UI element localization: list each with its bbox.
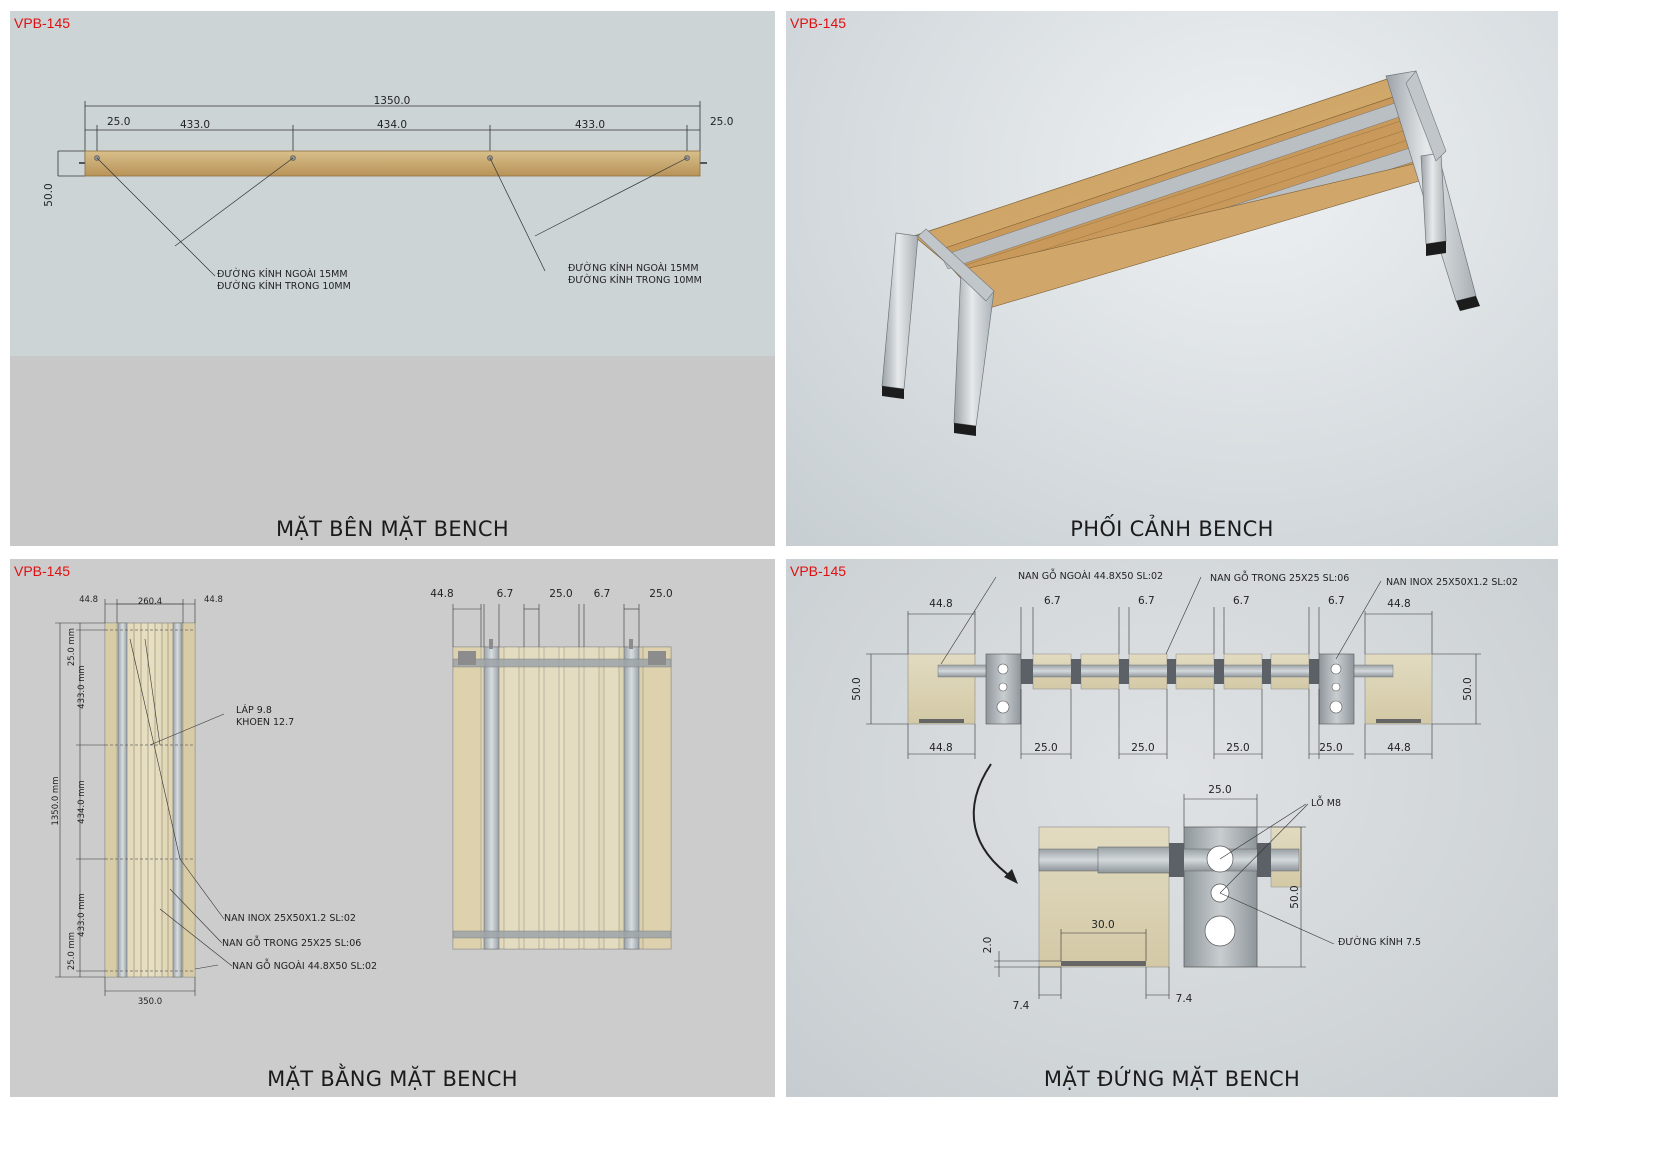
front-note-outer: NAN GỖ NGOÀI 44.8X50 SL:02 (1018, 569, 1163, 582)
front-dim-bottom-left: 44.8 (929, 742, 952, 754)
panel-side-view: 1350.0 25.0 433.0 434.0 433.0 25.0 50.0 … (10, 11, 775, 546)
svg-text:ĐƯỜNG KÍNH NGOÀI 15MM: ĐƯỜNG KÍNH NGOÀI 15MM (217, 268, 348, 280)
front-note-inner: NAN GỖ TRONG 25X25 SL:06 (1210, 571, 1349, 584)
panel-front-view: 44.8 6.7 6.7 6.7 6.7 44.8 44.8 25.0 25.0… (786, 559, 1558, 1097)
leg-foot-icon (1456, 296, 1480, 311)
detail-dim-4: 6.7 (594, 588, 611, 600)
dim-end-left-label: 25.0 (107, 116, 130, 128)
leg-right-front (1420, 152, 1447, 245)
detail-dim-top: 25.0 (1208, 784, 1231, 796)
dim-span2-label: 434.0 (377, 119, 407, 131)
dim-v-total: 1350.0 mm (51, 776, 61, 825)
dim-v-span1: 433.0 mm (77, 665, 87, 709)
note-outer-slat: NAN GỖ NGOÀI 44.8X50 SL:02 (232, 959, 377, 972)
dim-span1-label: 433.0 (180, 119, 210, 131)
side-view-drawing: 1350.0 25.0 433.0 434.0 433.0 25.0 50.0 … (43, 95, 733, 292)
front-section-row: 44.8 6.7 6.7 6.7 6.7 44.8 44.8 25.0 25.0… (851, 569, 1518, 759)
leg-left-back (881, 232, 919, 390)
dim-height-label: 50.0 (43, 183, 55, 206)
plan-dimension-lines (55, 599, 196, 996)
panel-plan-view: 44.8 260.4 44.8 25.0 mm 433.0 mm 434.0 m… (10, 559, 775, 1097)
detail-dim-3: 25.0 (549, 588, 572, 600)
dim-top-left: 44.8 (79, 595, 98, 605)
svg-text:ĐƯỜNG KÍNH TRONG 10MM: ĐƯỜNG KÍNH TRONG 10MM (568, 274, 702, 286)
front-dim-gap2: 6.7 (1138, 595, 1155, 607)
front-dim-s4: 25.0 (1319, 742, 1342, 754)
plan-view-drawing: 44.8 260.4 44.8 25.0 mm 433.0 mm 434.0 m… (51, 588, 673, 1007)
detail-dim-height: 50.0 (1289, 885, 1301, 908)
perspective-drawing (881, 70, 1480, 436)
detail-dim-right-offset: 7.4 (1176, 993, 1193, 1005)
bolt-holes (94, 155, 690, 161)
leg-frame-left (917, 228, 995, 302)
front-dim-gap4: 6.7 (1328, 595, 1345, 607)
dim-end-right-label: 25.0 (710, 116, 733, 128)
note-hole-m8: LỖ M8 (1311, 796, 1341, 809)
drawing-code: VPB-145 (790, 15, 847, 31)
curved-arrow-icon (972, 763, 1015, 880)
dim-span3-label: 433.0 (575, 119, 605, 131)
front-dimension-lines (866, 576, 1481, 759)
dim-top-right: 44.8 (204, 595, 223, 605)
note-inox: NAN INOX 25X50X1.2 SL:02 (224, 913, 356, 924)
caption-side-view: MẶT BÊN MẶT BENCH (276, 517, 509, 541)
leg-foot-icon (954, 423, 976, 436)
svg-text:ĐƯỜNG KÍNH TRONG 10MM: ĐƯỜNG KÍNH TRONG 10MM (217, 280, 351, 292)
dim-total-label: 1350.0 (374, 95, 411, 107)
detail-dim-2: 6.7 (497, 588, 514, 600)
note-khoen: KHOEN 12.7 (236, 717, 294, 728)
front-dim-bottom-right: 44.8 (1387, 742, 1410, 754)
panel-perspective: VPB-145 PHỐI CẢNH BENCH (786, 11, 1558, 546)
leg-foot-icon (1426, 241, 1446, 256)
caption-plan-view: MẶT BẰNG MẶT BENCH (267, 1067, 518, 1091)
front-dim-s3: 25.0 (1226, 742, 1249, 754)
front-detail-enlarged: 25.0 50.0 30.0 2.0 7.4 7.4 LỖ M8 ĐƯỜNG K… (982, 784, 1421, 1012)
drawing-code: VPB-145 (790, 563, 847, 579)
front-view-drawing: 44.8 6.7 6.7 6.7 6.7 44.8 44.8 25.0 25.0… (851, 569, 1518, 1012)
caption-perspective: PHỐI CẢNH BENCH (1070, 517, 1274, 541)
note-right: ĐƯỜNG KÍNH NGOÀI 15MM ĐƯỜNG KÍNH TRONG 1… (568, 262, 702, 286)
wood-beam (84, 150, 701, 177)
plan-long-view: 44.8 260.4 44.8 25.0 mm 433.0 mm 434.0 m… (51, 595, 377, 1007)
dim-v-span2: 434.0 mm (77, 780, 87, 824)
front-note-inox: NAN INOX 25X50X1.2 SL:02 (1386, 577, 1518, 588)
front-dim-top-left: 44.8 (929, 598, 952, 610)
dim-v-end-top: 25.0 mm (67, 628, 77, 666)
front-dim-s1: 25.0 (1034, 742, 1057, 754)
note-left: ĐƯỜNG KÍNH NGOÀI 15MM ĐƯỜNG KÍNH TRONG 1… (217, 268, 351, 292)
drawing-code: VPB-145 (14, 563, 71, 579)
front-dim-top-right: 44.8 (1387, 598, 1410, 610)
detail-dim-slot: 30.0 (1091, 919, 1114, 931)
dim-v-span3: 433.0 mm (77, 893, 87, 937)
dimension-total (57, 101, 701, 177)
front-dim-gap1: 6.7 (1044, 595, 1061, 607)
detail-dim-depth: 2.0 (982, 937, 994, 954)
plan-detail-view: 44.8 6.7 25.0 6.7 25.0 (430, 588, 673, 950)
leg-foot-icon (882, 386, 904, 399)
note-inner-slat: NAN GỖ TRONG 25X25 SL:06 (222, 936, 361, 949)
detail-dim-5: 25.0 (649, 588, 672, 600)
detail-dim-left-offset: 7.4 (1013, 1000, 1030, 1012)
dim-v-end-bottom: 25.0 mm (67, 932, 77, 970)
front-dim-height-left: 50.0 (851, 677, 863, 700)
leader-lines (96, 157, 688, 277)
note-lap: LÁP 9.8 (236, 704, 272, 716)
note-diameter: ĐƯỜNG KÍNH 7.5 (1338, 936, 1421, 948)
front-dim-gap3: 6.7 (1233, 595, 1250, 607)
leg-frame-right (1405, 70, 1447, 162)
curved-arrow-head-icon (1004, 869, 1018, 884)
svg-text:ĐƯỜNG KÍNH NGOÀI 15MM: ĐƯỜNG KÍNH NGOÀI 15MM (568, 262, 699, 274)
front-dim-s2: 25.0 (1131, 742, 1154, 754)
detail-dim-1: 44.8 (430, 588, 453, 600)
dim-top-mid: 260.4 (138, 597, 162, 607)
caption-front-view: MẶT ĐỨNG MẶT BENCH (1043, 1067, 1301, 1091)
dim-bottom: 350.0 (138, 997, 162, 1007)
drawing-code: VPB-145 (14, 15, 71, 31)
front-dim-height-right: 50.0 (1462, 677, 1474, 700)
